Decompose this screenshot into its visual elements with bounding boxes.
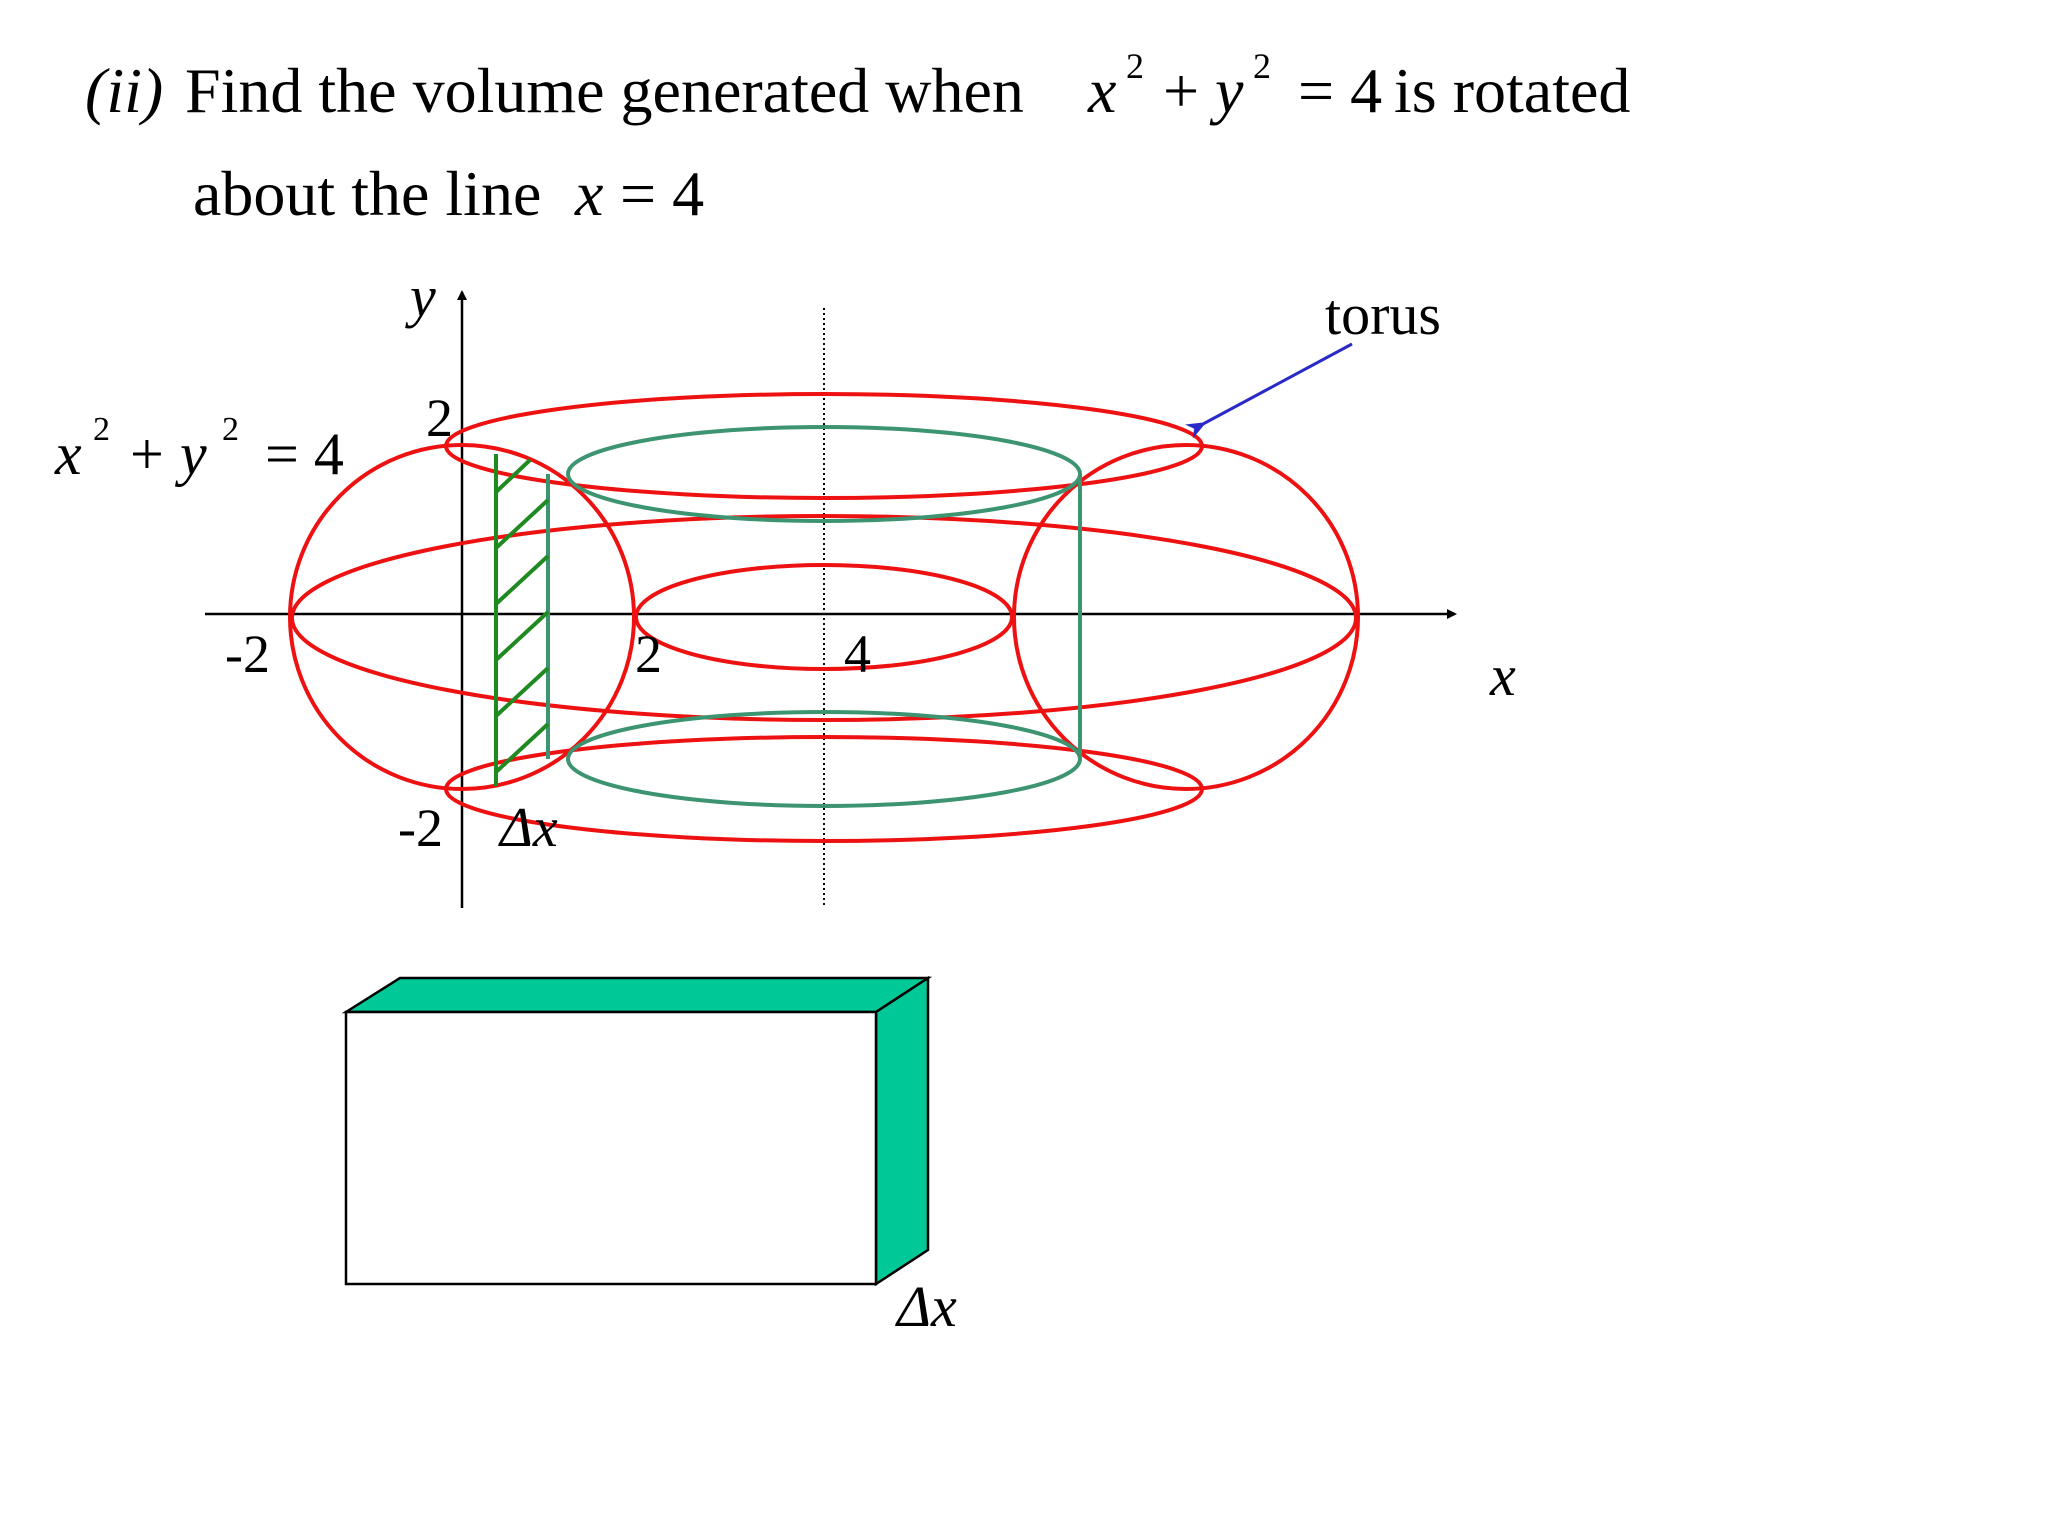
tick-label-y-minus-2: -2 xyxy=(398,798,443,858)
problem-line1-y: y xyxy=(1209,55,1244,126)
problem-line1-plus: + xyxy=(1163,55,1199,126)
strip-hatch-line xyxy=(494,666,550,718)
box-width-label: Δx xyxy=(895,1274,957,1339)
strip-hatch-line xyxy=(494,498,550,550)
circle-equation-rhs: = 4 xyxy=(265,421,344,487)
circle-equation-y: y xyxy=(174,421,207,487)
problem-line1-x: x xyxy=(1087,55,1116,126)
problem-line1-y-exponent: 2 xyxy=(1253,46,1271,86)
strip-hatch-line xyxy=(494,722,550,774)
tick-label-y-2: 2 xyxy=(426,388,453,448)
hatched-strip xyxy=(494,454,550,786)
circle-equation-x: x xyxy=(54,421,82,487)
strip-width-label: Δx xyxy=(498,797,558,859)
torus xyxy=(288,392,1360,843)
torus-label: torus xyxy=(1325,282,1441,347)
problem-line2-equals-four: = 4 xyxy=(620,158,704,229)
circle-equation: x 2 + y 2 = 4 xyxy=(54,411,344,487)
torus-right-cross-section xyxy=(1012,443,1360,791)
circle-equation-plus: + xyxy=(130,421,164,487)
torus-left-cross-section xyxy=(288,443,636,791)
unrolled-shell-box: Δx xyxy=(341,975,957,1339)
problem-part-label: (ii) xyxy=(85,55,163,126)
problem-line1-equals-four: = 4 xyxy=(1298,55,1382,126)
problem-statement: (ii) Find the volume generated when x 2 … xyxy=(85,46,1630,229)
problem-line2-text: about the line xyxy=(193,158,541,229)
problem-line1-x-exponent: 2 xyxy=(1126,46,1144,86)
box-top-face xyxy=(341,976,933,1014)
torus-pointer-arrow xyxy=(1185,342,1353,439)
tick-label-x-4: 4 xyxy=(844,624,871,684)
circle-equation-y-exponent: 2 xyxy=(222,411,239,448)
problem-line1-tail: is rotated xyxy=(1394,55,1630,126)
tick-label-x-minus-2: -2 xyxy=(225,624,270,684)
tick-label-x-2: 2 xyxy=(635,624,662,684)
torus-diagram: y x 2 -2 -2 2 4 x 2 + y 2 = 4 torus Δx xyxy=(54,264,1516,908)
circle-equation-x-exponent: 2 xyxy=(93,411,110,448)
box-front-face xyxy=(344,1010,878,1286)
cylindrical-shell xyxy=(546,425,1082,808)
y-axis-label: y xyxy=(405,264,436,329)
problem-line1-text: Find the volume generated when xyxy=(185,55,1024,126)
problem-line2-x: x xyxy=(574,158,603,229)
strip-hatch-line xyxy=(494,554,550,606)
box-side-face xyxy=(874,975,930,1287)
x-axis-label: x xyxy=(1489,643,1516,708)
strip-hatch-line xyxy=(494,458,532,494)
strip-hatch-line xyxy=(494,610,550,662)
